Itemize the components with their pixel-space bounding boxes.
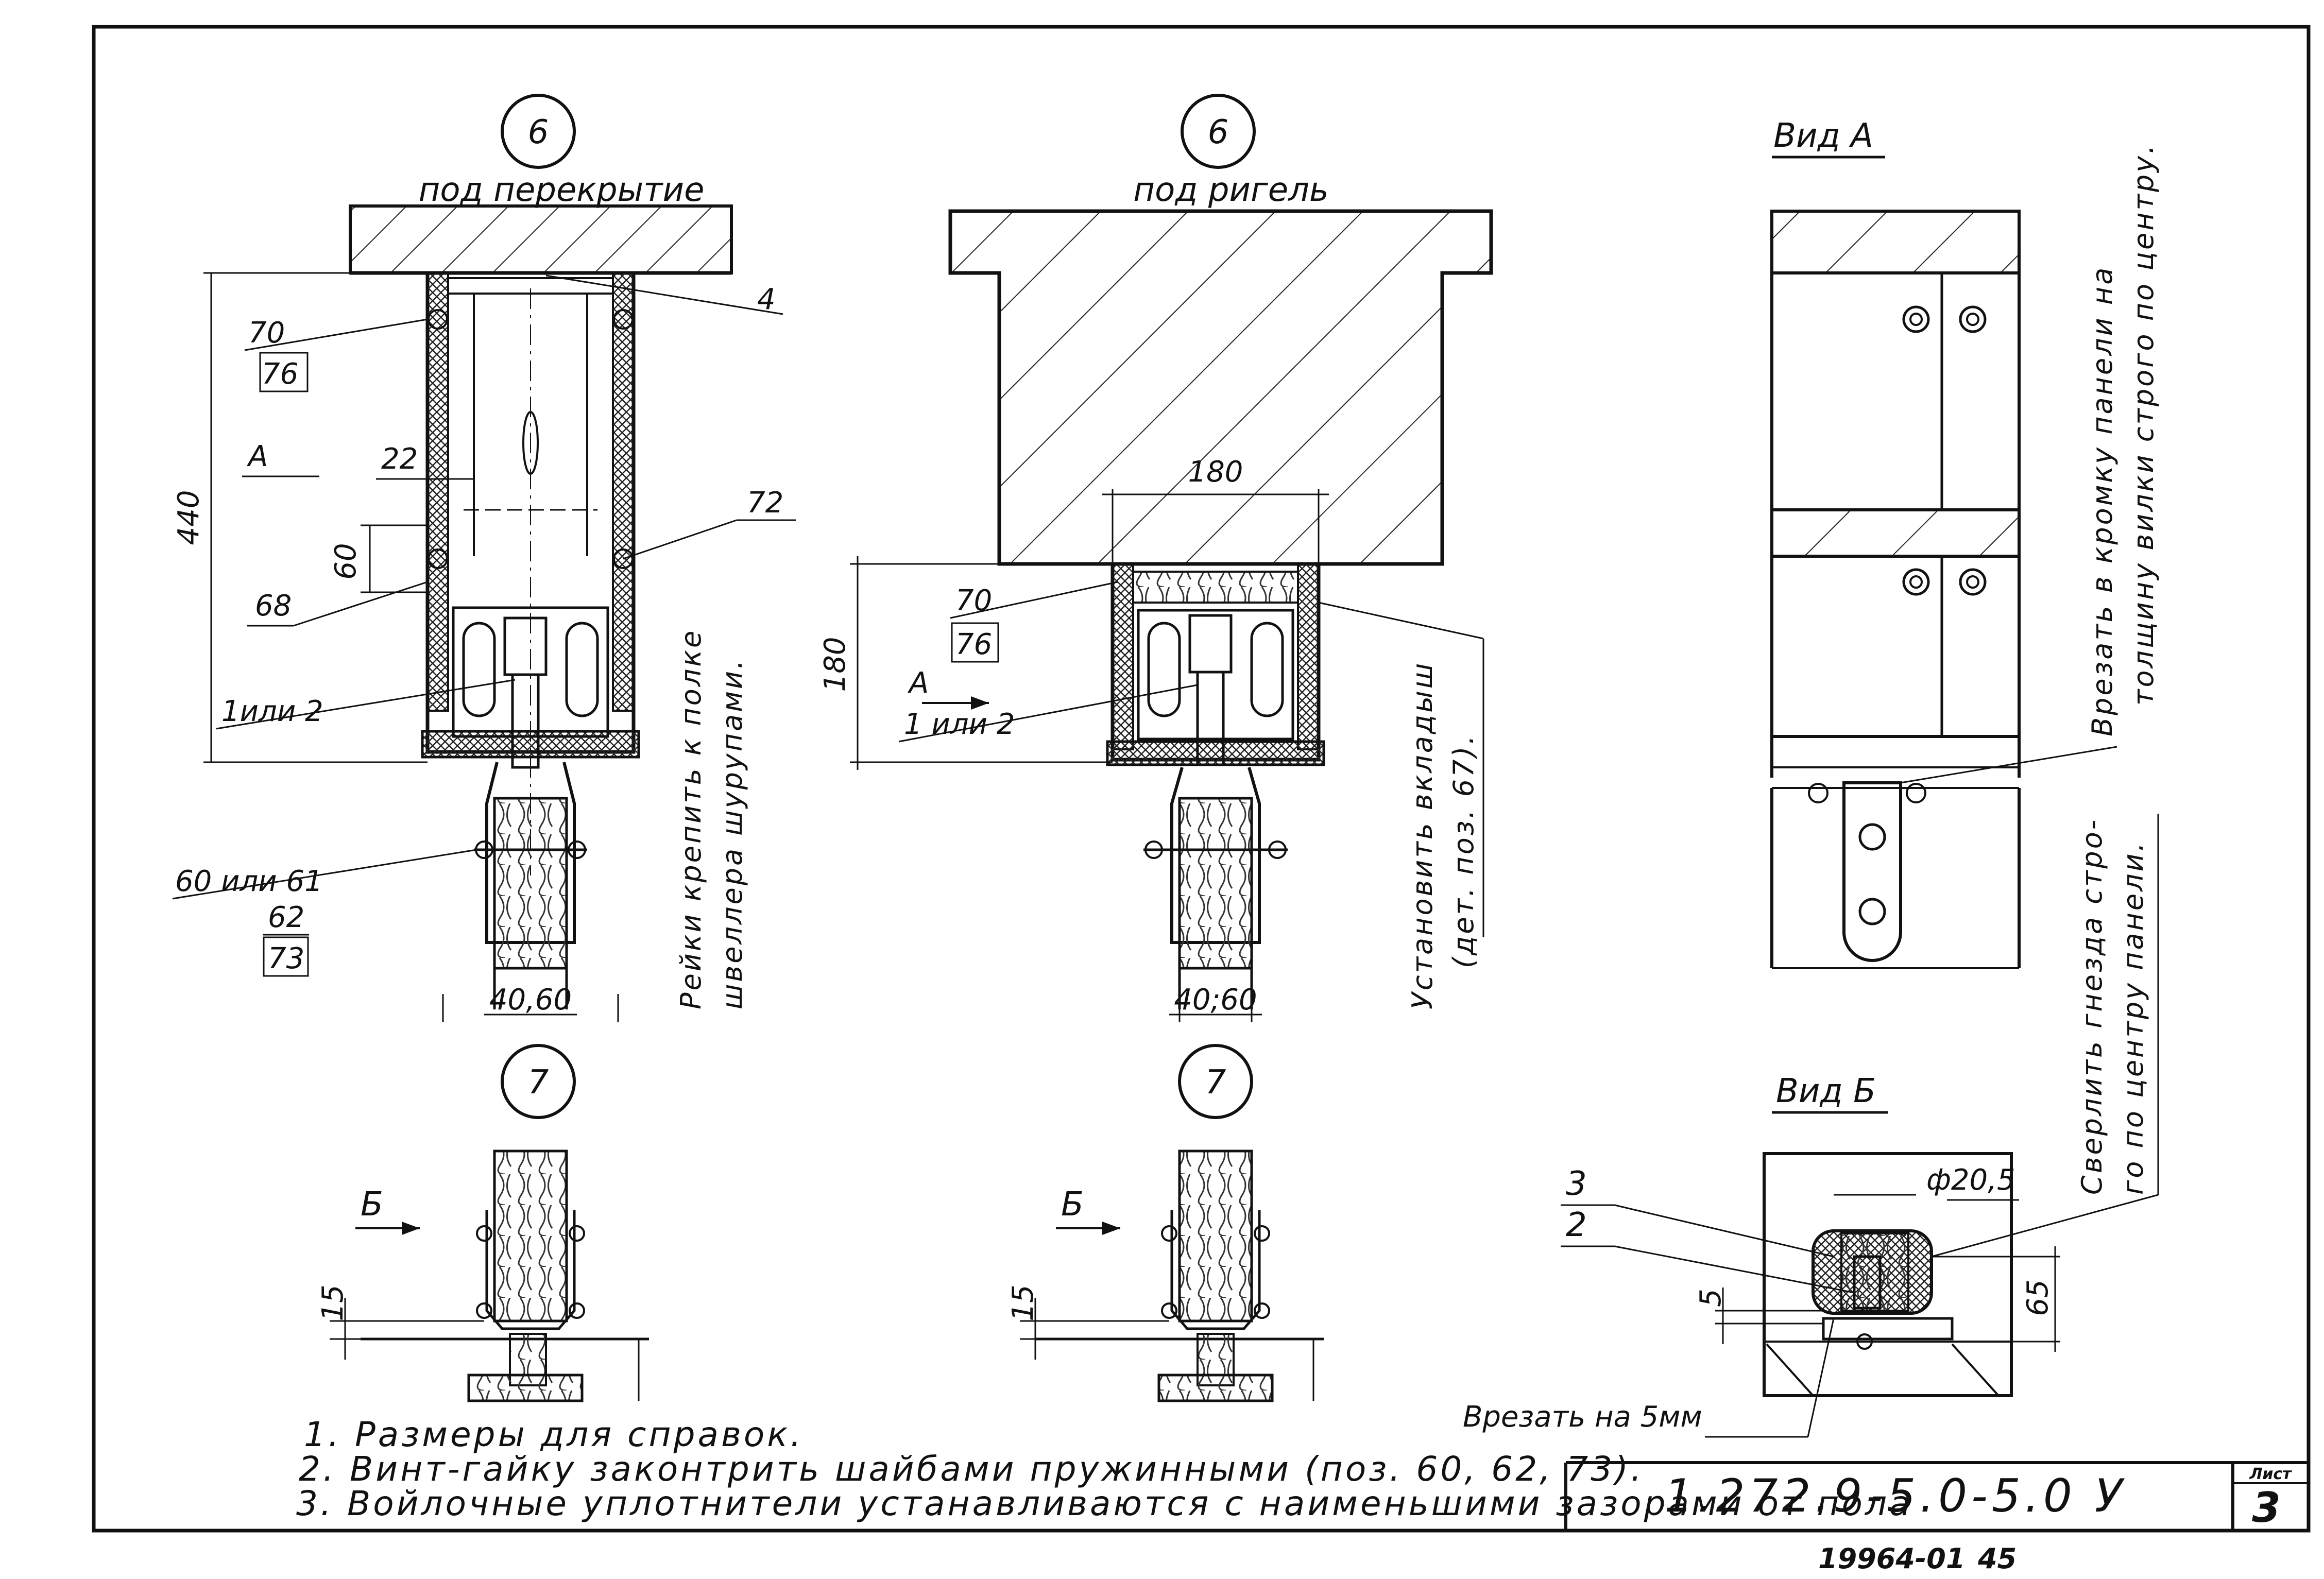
label-76: 76 bbox=[262, 357, 298, 391]
note-drill-line1: Сверлить гнезда стро- bbox=[2076, 818, 2108, 1195]
view-marker-7-left: 7 bbox=[528, 1063, 549, 1102]
label-62: 62 bbox=[268, 901, 304, 934]
view-marker-6-mid: 6 bbox=[1208, 113, 1229, 151]
label-3: 3 bbox=[1566, 1165, 1587, 1203]
dim-65: 65 bbox=[2021, 1279, 2055, 1316]
dim-15-left: 15 bbox=[316, 1284, 350, 1321]
floor-guide-left bbox=[467, 1374, 584, 1402]
view-marker-circle bbox=[501, 94, 576, 169]
note-cut-edge-line1: Врезать в кромку панели на bbox=[2086, 266, 2118, 736]
archive-stamp: 19964-01 45 bbox=[1818, 1542, 2017, 1575]
sheet-frame bbox=[92, 25, 2311, 1533]
width-40-60-left: 40,60 bbox=[489, 983, 572, 1017]
note-drill-line2: го по центру панели. bbox=[2117, 840, 2149, 1195]
sheet-label: Лист bbox=[2249, 1465, 2292, 1483]
drawing-code: 1.272.9-5.0-5.0 У bbox=[1665, 1469, 2127, 1522]
dim-60: 60 bbox=[329, 543, 363, 579]
label-70-mid: 70 bbox=[955, 584, 992, 617]
vid-a-view: Вид А Врезать в кромку панел bbox=[1770, 117, 2160, 969]
ceiling-slab bbox=[349, 204, 733, 274]
left-top-view: 6 под перекрытие bbox=[172, 94, 796, 1022]
beam-crossbar bbox=[948, 209, 1493, 566]
panel-bottom-left bbox=[493, 1149, 568, 1323]
insert-67 bbox=[1132, 571, 1299, 604]
mid-bottom-view: 7 15 Б bbox=[1006, 1044, 1324, 1402]
mid-top-title: под ригель bbox=[1133, 171, 1328, 209]
door-panel-mid bbox=[1178, 797, 1253, 970]
dim-15-mid: 15 bbox=[1006, 1284, 1040, 1321]
label-A-left: А bbox=[247, 440, 268, 473]
dim-180-width: 180 bbox=[1188, 455, 1243, 489]
note-rails-line2: швеллера шурупами. bbox=[716, 658, 748, 1009]
panel-bottom-mid bbox=[1178, 1149, 1253, 1323]
note-2: 2. Винт-гайку законтрить шайбами пружинн… bbox=[299, 1449, 1644, 1489]
sheet-number: 3 bbox=[2252, 1484, 2281, 1532]
left-top-title: под перекрытие bbox=[419, 171, 705, 209]
door-panel-left bbox=[493, 797, 568, 970]
note-3: 3. Войлочные уплотнители устанавливаются… bbox=[296, 1484, 1913, 1523]
stamp-page: 45 bbox=[1977, 1542, 2017, 1575]
label-A-mid: А bbox=[908, 666, 929, 700]
note-cut-edge-line2: толщину вилки строго по центру. bbox=[2127, 143, 2160, 706]
dim-22: 22 bbox=[381, 442, 418, 476]
note-insert-line2: (дет. поз. 67). bbox=[1447, 733, 1480, 968]
label-76-mid: 76 bbox=[955, 628, 992, 661]
width-40-60-mid: 40;60 bbox=[1174, 983, 1257, 1017]
fork-bracket bbox=[1842, 781, 1902, 962]
label-72: 72 bbox=[747, 486, 783, 520]
note-rails-line1: Рейки крепить к полке bbox=[675, 629, 707, 1009]
dim-180-height: 180 bbox=[818, 637, 852, 692]
view-marker-7-mid: 7 bbox=[1205, 1063, 1226, 1102]
label-1-or-2-mid: 1 или 2 bbox=[904, 708, 1015, 741]
label-1-or-2-left: 1или 2 bbox=[221, 695, 323, 728]
vid-a-title: Вид А bbox=[1773, 117, 1873, 155]
label-68: 68 bbox=[255, 589, 292, 623]
label-B-mid: Б bbox=[1061, 1186, 1084, 1224]
general-notes: 1. Размеры для справок. 2. Винт-гайку за… bbox=[296, 1415, 1913, 1523]
bolt-icon bbox=[1808, 305, 1987, 803]
label-B-left: Б bbox=[361, 1186, 383, 1224]
note-1: 1. Размеры для справок. bbox=[304, 1415, 804, 1454]
floor-guide-mid bbox=[1157, 1374, 1274, 1402]
vid-a-slab bbox=[1770, 210, 2021, 274]
mid-top-view: 6 под ригель 180 180 40;60 70 bbox=[818, 94, 1493, 1022]
label-73: 73 bbox=[268, 942, 304, 975]
dim-phi-20-5: ф20,5 bbox=[1926, 1163, 2015, 1197]
vid-b-title: Вид Б bbox=[1776, 1072, 1876, 1110]
left-bottom-view: 7 15 Б bbox=[316, 1044, 649, 1402]
view-marker-6-left: 6 bbox=[528, 113, 549, 151]
label-2: 2 bbox=[1566, 1206, 1587, 1244]
label-60-or-61: 60 или 61 bbox=[175, 865, 323, 898]
title-block: 1.272.9-5.0-5.0 У Лист 3 bbox=[1564, 1461, 2309, 1532]
vid-b-view: Вид Б ф20,5 65 5 3 2 Врезать на 5мм Свер… bbox=[1463, 814, 2159, 1438]
stamp-number: 19964-01 bbox=[1818, 1542, 1965, 1575]
dim-5: 5 bbox=[1694, 1289, 1728, 1307]
label-cut-5mm: Врезать на 5мм bbox=[1463, 1400, 1702, 1434]
note-insert-line1: Установить вкладыш bbox=[1406, 661, 1439, 1009]
dim-440: 440 bbox=[172, 490, 206, 545]
